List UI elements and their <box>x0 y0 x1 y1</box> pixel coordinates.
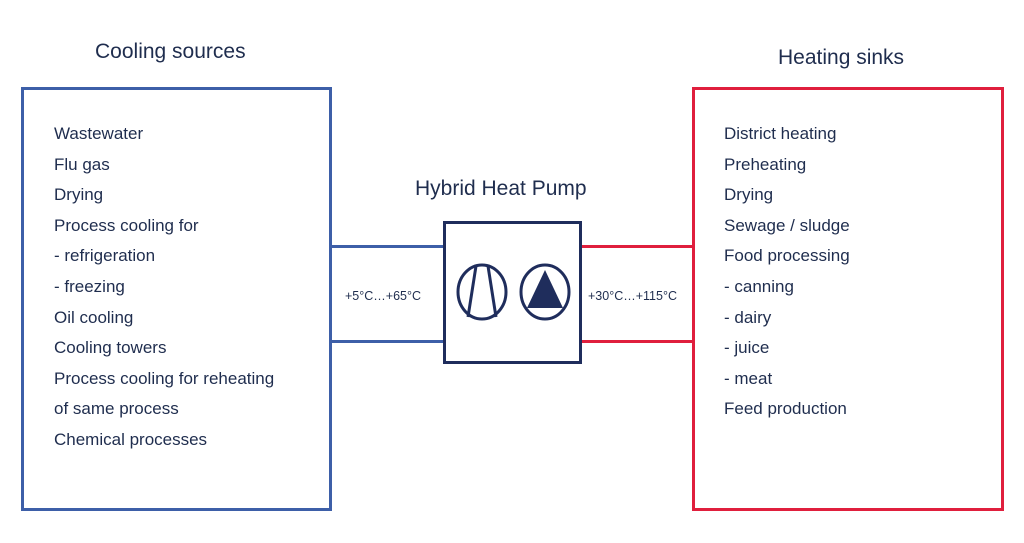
heating-sink-item: - meat <box>724 368 773 388</box>
cooling-source-item: Drying <box>54 185 104 205</box>
cooling-sources-title: Cooling sources <box>95 40 246 63</box>
cooling-return-line <box>332 340 445 343</box>
compressor-icon <box>456 263 508 321</box>
heating-sink-item: Sewage / sludge <box>724 215 850 235</box>
heating-sink-item: Preheating <box>724 154 807 174</box>
heat-pump-box <box>443 221 582 364</box>
heating-sink-item: Feed production <box>724 399 847 419</box>
cooling-source-item: Flu gas <box>54 154 110 174</box>
cooling-supply-line <box>332 245 445 248</box>
heating-sink-item: - canning <box>724 276 794 296</box>
heating-sink-item: - dairy <box>724 307 772 327</box>
heating-return-line <box>580 340 693 343</box>
cooling-source-item: Chemical processes <box>54 429 208 449</box>
cooling-source-item: - freezing <box>54 276 125 296</box>
cooling-source-item: Process cooling for reheating <box>54 368 275 388</box>
cooling-source-item: - refrigeration <box>54 246 156 266</box>
heating-sinks-title: Heating sinks <box>778 46 905 69</box>
cooling-source-item: Oil cooling <box>54 307 134 327</box>
cooling-source-item: of same process <box>54 399 179 419</box>
cooling-source-item: Cooling towers <box>54 338 167 358</box>
pump-triangle-icon <box>519 263 571 321</box>
heating-temp-range: +30°C…+115°C <box>588 289 677 303</box>
cooling-source-item: Wastewater <box>54 124 144 143</box>
heating-sink-item: Food processing <box>724 246 850 266</box>
heat-pump-title: Hybrid Heat Pump <box>415 177 587 200</box>
cooling-temp-range: +5°C…+65°C <box>345 289 422 303</box>
heating-sink-item: - juice <box>724 338 770 358</box>
heating-supply-line <box>580 245 693 248</box>
heating-sink-item: District heating <box>724 124 837 143</box>
heating-sink-item: Drying <box>724 185 774 205</box>
cooling-source-item: Process cooling for <box>54 215 199 235</box>
